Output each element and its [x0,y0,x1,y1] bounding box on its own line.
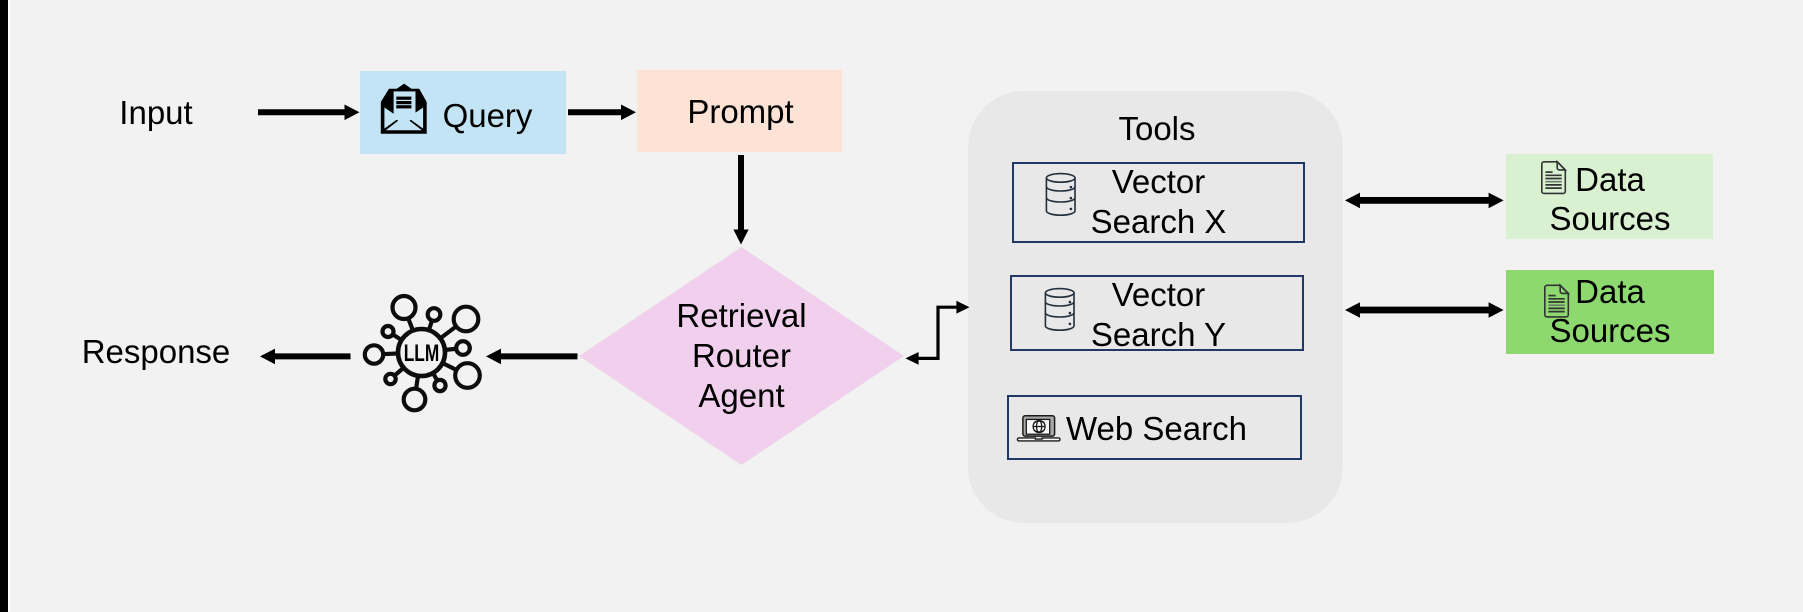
svg-text:LLM: LLM [404,340,440,366]
